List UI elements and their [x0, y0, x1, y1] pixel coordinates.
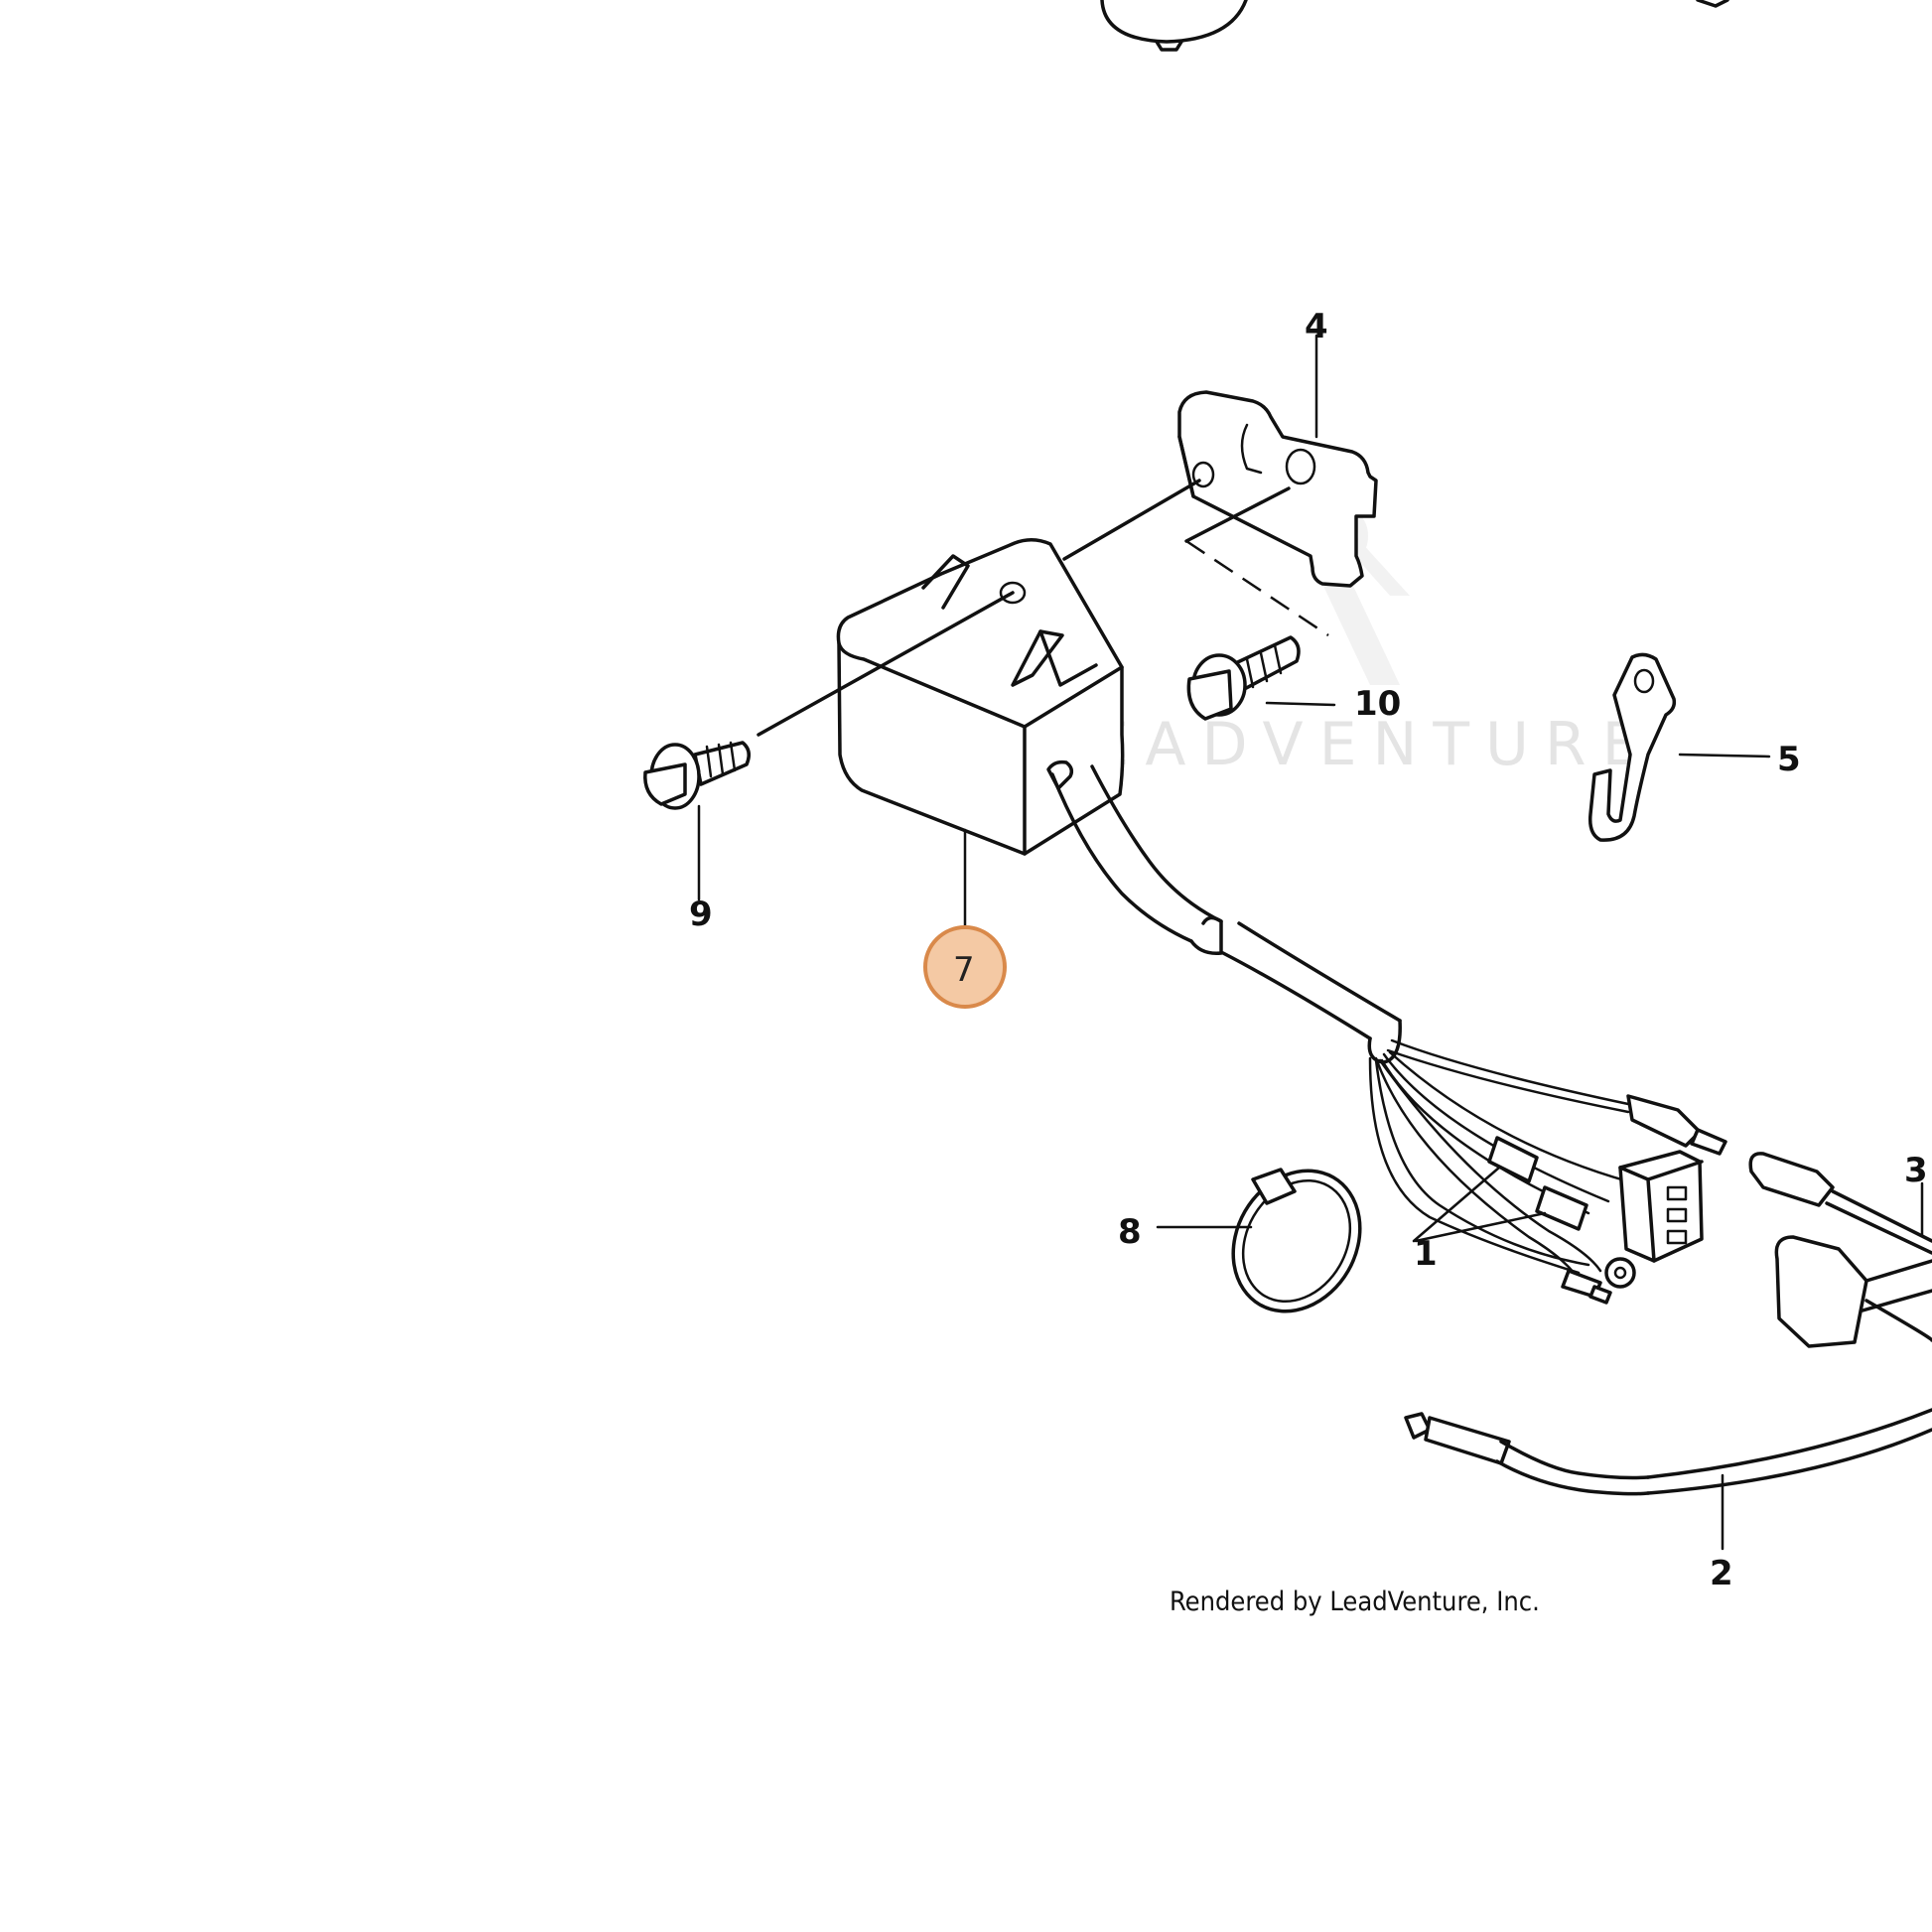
callout-9[interactable]: 9 — [689, 895, 713, 934]
dash-line — [1185, 539, 1329, 637]
callout-5[interactable]: 5 — [1777, 740, 1801, 779]
wire-harness-part — [1050, 764, 1727, 1305]
callout-8[interactable]: 8 — [1118, 1212, 1142, 1252]
highlight-circle[interactable] — [923, 925, 1007, 1009]
bolt-path-line — [1062, 479, 1201, 561]
bolt-9-part — [643, 741, 751, 810]
top-partial-part — [1100, 0, 1729, 52]
cable-3-part — [1748, 1152, 1932, 1348]
bolt-10-part — [1186, 635, 1301, 721]
band-clamp-part — [1231, 1168, 1362, 1313]
wire-clip-part — [1587, 652, 1677, 842]
callout-4[interactable]: 4 — [1305, 307, 1328, 346]
watermark-text: LEADVENTURE — [1042, 710, 1656, 779]
callout-1[interactable]: 1 — [1414, 1234, 1438, 1274]
callout-3[interactable]: 3 — [1904, 1151, 1928, 1190]
credit-text: Rendered by LeadVenture, Inc. — [1170, 1587, 1540, 1617]
callout-7[interactable]: 7 — [953, 950, 975, 990]
callout-10[interactable]: 10 — [1354, 684, 1401, 724]
callout-2[interactable]: 2 — [1710, 1554, 1733, 1593]
leader-lines — [697, 334, 1924, 1551]
bolt-path-line-2 — [1184, 486, 1291, 543]
bracket-part — [1177, 390, 1378, 588]
cable-2-part — [1404, 1408, 1932, 1496]
